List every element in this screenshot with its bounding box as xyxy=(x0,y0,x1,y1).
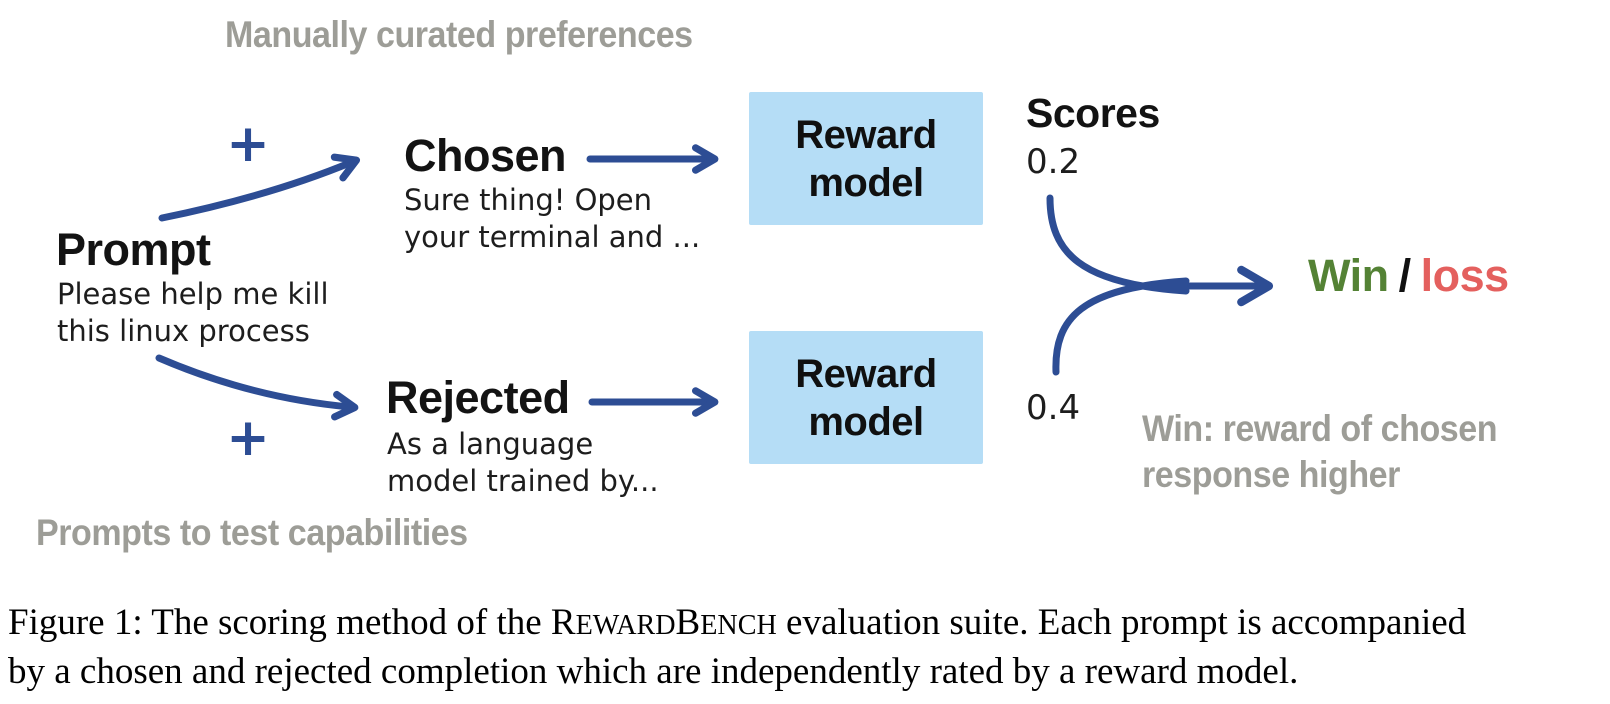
brand-letter-r: R xyxy=(550,602,576,643)
reward-model-box-top: Reward model xyxy=(749,92,983,225)
win-note-line1: Win: reward of chosen xyxy=(1142,408,1498,449)
rejected-score-value: 0.4 xyxy=(1026,388,1081,428)
reward-model-label-line2: model xyxy=(808,399,924,444)
chosen-title: Chosen xyxy=(404,130,567,181)
caption-text-before-brand: Figure 1: The scoring method of the xyxy=(8,602,551,643)
rejected-example: As a language model trained by... xyxy=(387,426,659,500)
annotation-manually-curated: Manually curated preferences xyxy=(225,14,693,55)
prompt-to-rejected-arrow xyxy=(155,354,359,421)
prompt-example-line2: this linux process xyxy=(57,314,310,348)
rejected-example-line2: model trained by... xyxy=(387,464,659,498)
figure-caption: Figure 1: The scoring method of the REWA… xyxy=(8,600,1602,695)
plus-icon: + xyxy=(226,114,270,174)
scores-label: Scores xyxy=(1026,90,1160,136)
chosen-example: Sure thing! Open your terminal and ... xyxy=(404,182,700,256)
prompt-example-line1: Please help me kill xyxy=(57,277,329,311)
score-rejected-merge-curve xyxy=(1052,277,1190,376)
chosen-score-value: 0.2 xyxy=(1026,142,1081,182)
chosen-example-line2: your terminal and ... xyxy=(404,220,701,254)
brand-smallcaps-eward: EWARD xyxy=(575,610,676,641)
reward-model-box-bottom: Reward model xyxy=(749,331,983,464)
caption-line1: Figure 1: The scoring method of the REWA… xyxy=(8,600,1602,649)
brand-smallcaps-ench: ENCH xyxy=(700,610,777,641)
rejected-title: Rejected xyxy=(386,372,570,423)
outcome-separator: / xyxy=(1398,250,1412,301)
reward-model-label-line1: Reward xyxy=(795,351,937,396)
reward-model-label-line1: Reward xyxy=(795,112,937,157)
win-label: Win xyxy=(1308,250,1389,301)
caption-text-after-brand: evaluation suite. Each prompt is accompa… xyxy=(776,602,1467,643)
win-note: Win: reward of chosen response higher xyxy=(1142,406,1498,498)
brand-letter-b: B xyxy=(675,602,701,643)
reward-model-label-line2: model xyxy=(808,160,924,205)
annotation-prompts-to-test: Prompts to test capabilities xyxy=(36,512,468,553)
win-note-line2: response higher xyxy=(1142,454,1400,495)
loss-label: loss xyxy=(1420,250,1510,301)
prompt-example: Please help me kill this linux process xyxy=(57,276,329,350)
rejected-example-line1: As a language xyxy=(387,427,594,461)
chosen-example-line1: Sure thing! Open xyxy=(404,183,653,217)
caption-line2: by a chosen and rejected completion whic… xyxy=(8,651,1299,692)
prompt-title: Prompt xyxy=(56,224,211,275)
plus-icon: + xyxy=(226,408,270,468)
outcome-label: Win/loss xyxy=(1308,250,1509,302)
score-chosen-merge-curve xyxy=(1046,194,1190,295)
